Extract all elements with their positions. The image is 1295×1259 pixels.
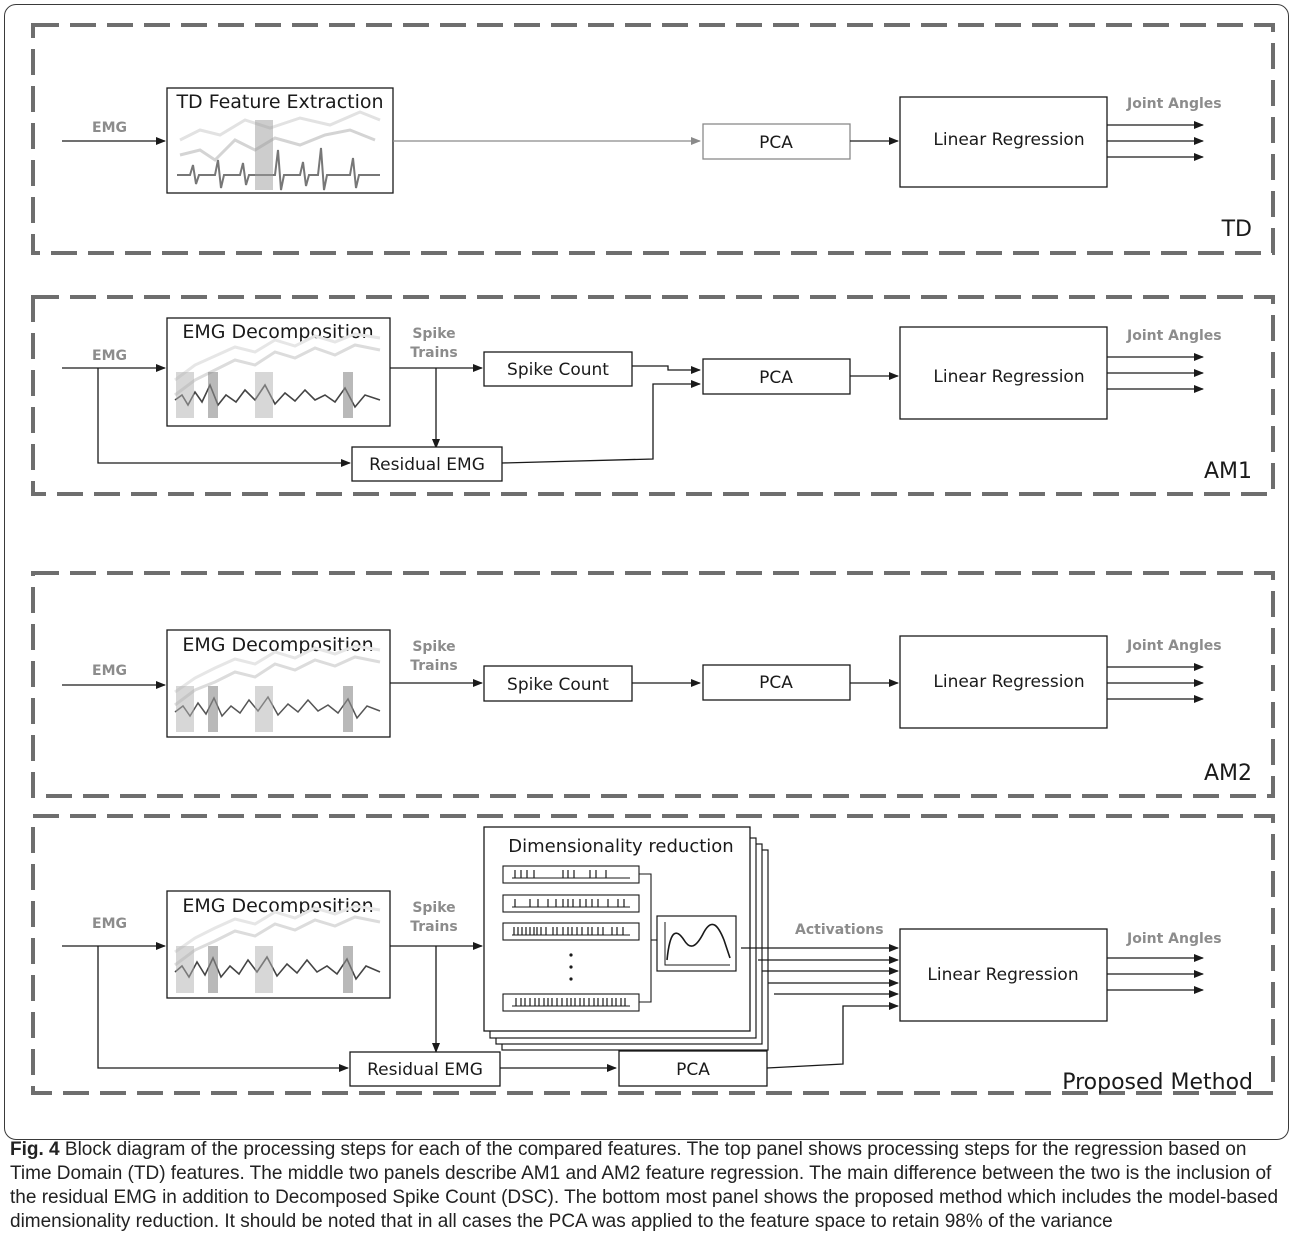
activation-plot-axes	[664, 922, 730, 966]
prop-pca-box	[618, 1050, 768, 1087]
am1-emg-decomposition-title: EMG Decomposition	[182, 321, 373, 343]
activation-curve	[666, 923, 731, 961]
prop-pca-label: PCA	[676, 1060, 710, 1080]
prop-rows-bracket	[639, 873, 652, 1003]
am1-spike-count-label: Spike Count	[507, 360, 609, 380]
panel-td-tag: TD	[1221, 217, 1252, 242]
panel-am2: EMG EMG Decomposition Spike Trains Spike…	[31, 571, 1275, 798]
am2-linear-regression-label: Linear Regression	[933, 672, 1084, 692]
figure-frame	[4, 4, 1289, 1140]
figure-caption: Fig. 4 Block diagram of the processing s…	[10, 1138, 1285, 1234]
panel-am1-border	[31, 295, 1275, 496]
am2-spike-count-box	[483, 665, 633, 702]
spike-train-row-3	[502, 922, 640, 941]
prop-decomposition-waveform	[174, 904, 381, 993]
ellipsis-dot-2	[569, 965, 573, 969]
panel-am1: EMG EMG Decomposition Spike Trains Spike…	[31, 295, 1275, 496]
spike-train-row-1	[502, 865, 640, 884]
panel-am2-tag: AM2	[1204, 761, 1252, 786]
prop-activations-label: Activations	[795, 922, 884, 938]
am1-residual-emg-box	[351, 446, 503, 482]
panel-am2-border	[31, 571, 1275, 798]
td-emg-label: EMG	[92, 120, 127, 136]
prop-pca-to-regression-arrow	[766, 1002, 899, 1069]
prop-linear-regression-label: Linear Regression	[927, 965, 1078, 985]
figure-caption-text: Block diagram of the processing steps fo…	[10, 1139, 1279, 1232]
panel-proposed: EMG EMG Decomposition Spike Trains Dimen…	[31, 814, 1275, 1095]
am2-spike-label: Spike	[412, 639, 455, 655]
spike-train-row-2	[502, 894, 640, 913]
am1-linear-regression-box	[899, 326, 1108, 420]
td-linear-regression-label: Linear Regression	[933, 130, 1084, 150]
am1-spike-label: Spike	[412, 326, 455, 342]
prop-dimred-title: Dimensionality reduction	[508, 836, 733, 857]
panel-proposed-tag: Proposed Method	[1062, 1070, 1253, 1095]
td-pca-label: PCA	[759, 133, 793, 153]
am2-pca-box	[702, 664, 851, 701]
prop-linear-regression-box	[899, 928, 1108, 1022]
td-feature-extraction-title: TD Feature Extraction	[175, 91, 383, 113]
am2-trains-label: Trains	[410, 658, 457, 674]
am1-residual-emg-label: Residual EMG	[369, 455, 485, 475]
am1-spike-count-to-pca-arrow	[632, 365, 701, 374]
prop-residual-emg-label: Residual EMG	[367, 1060, 483, 1080]
am1-joint-angles-label: Joint Angles	[1126, 328, 1222, 344]
am1-pca-label: PCA	[759, 368, 793, 388]
am1-emg-label: EMG	[92, 348, 127, 364]
panel-td-border	[31, 23, 1275, 255]
td-emg-waveform	[177, 110, 381, 191]
td-linear-regression-box	[899, 96, 1108, 188]
am1-linear-regression-label: Linear Regression	[933, 367, 1084, 387]
prop-trains-label: Trains	[410, 919, 457, 935]
am2-decomposition-waveform	[174, 644, 381, 732]
prop-emg-to-residual-arrow	[97, 946, 349, 1072]
figure-number: Fig. 4	[10, 1139, 60, 1160]
am2-spike-count-label: Spike Count	[507, 675, 609, 695]
panel-proposed-border	[31, 814, 1275, 1095]
ellipsis-dot-3	[569, 977, 573, 981]
am2-emg-label: EMG	[92, 663, 127, 679]
panel-td: EMG TD Feature Extraction PCA Linear Reg…	[31, 23, 1275, 255]
am2-joint-angles-label: Joint Angles	[1126, 638, 1222, 654]
am2-pca-label: PCA	[759, 673, 793, 693]
figure-border	[4, 4, 1289, 1140]
block-diagram: EMG TD Feature Extraction PCA Linear Reg…	[31, 23, 1275, 1095]
ellipsis-dot-1	[569, 953, 573, 957]
am1-spike-count-box	[483, 351, 633, 387]
am1-decomposition-waveform	[174, 332, 381, 418]
am1-trains-label: Trains	[410, 345, 457, 361]
prop-emg-label: EMG	[92, 916, 127, 932]
td-pca-box	[702, 123, 851, 160]
am1-residual-to-pca-arrow	[501, 380, 701, 464]
prop-residual-emg-box	[349, 1051, 501, 1087]
td-joint-angles-label: Joint Angles	[1126, 96, 1222, 112]
prop-spike-label: Spike	[412, 900, 455, 916]
panel-am1-tag: AM1	[1204, 459, 1252, 484]
prop-spike-train-rows	[502, 865, 640, 1012]
am2-linear-regression-box	[899, 635, 1108, 729]
prop-joint-angles-label: Joint Angles	[1126, 931, 1222, 947]
am1-emg-to-residual-arrow	[97, 368, 351, 467]
